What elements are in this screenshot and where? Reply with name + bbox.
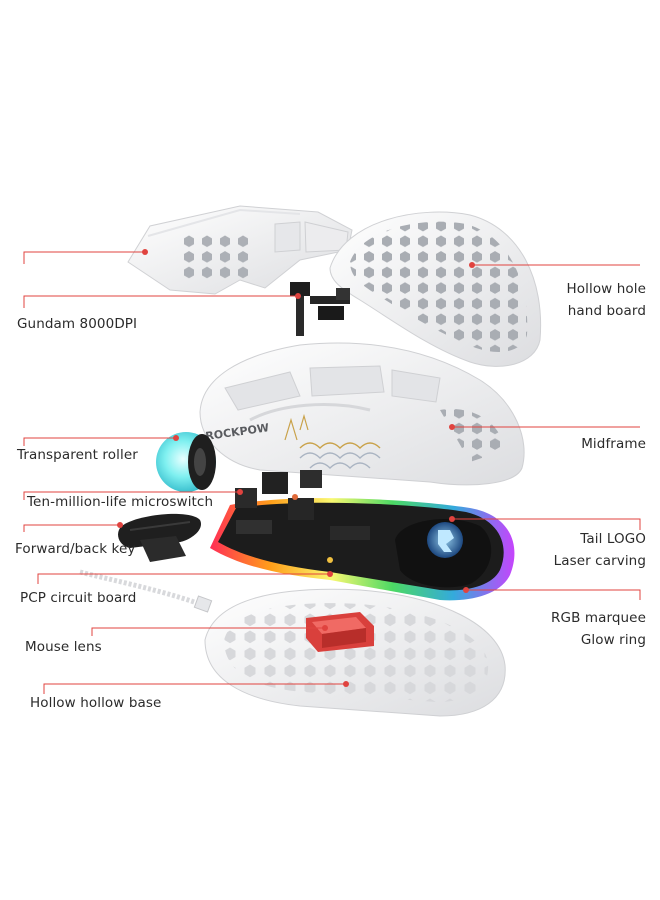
leader-lines <box>23 251 641 694</box>
leader-rgb <box>466 589 641 600</box>
forward-back-key-part <box>118 513 201 562</box>
label-hollow-hand-board: Hollow hole hand board <box>567 281 646 320</box>
midframe-part: ROCKPOW <box>199 342 525 486</box>
label-rgb-line1: RGB marquee <box>551 610 646 626</box>
label-rgb-marquee: RGB marquee Glow ring <box>551 610 646 649</box>
leader-microswitch <box>23 491 240 500</box>
hollow-hand-board <box>329 211 542 367</box>
label-hollow-hand-board-line2: hand board <box>567 303 646 319</box>
label-tail-logo-line1: Tail LOGO <box>580 531 646 547</box>
leader-lens <box>91 627 325 636</box>
label-microswitch: Ten-million-life microswitch <box>27 494 214 510</box>
label-tail-logo-line2: Laser carving <box>553 553 646 569</box>
label-forward-back-key: Forward/back key <box>15 541 136 557</box>
label-hollow-base: Hollow hollow base <box>30 695 162 711</box>
leader-forward-key <box>23 524 120 532</box>
gundam-sensor-part <box>290 282 350 336</box>
label-hollow-hand-board-line1: Hollow hole <box>566 281 646 297</box>
braided-cable <box>79 569 213 613</box>
label-transparent-roller: Transparent roller <box>17 447 138 463</box>
left-button-shell <box>127 205 353 295</box>
leader-roller <box>23 437 176 446</box>
leader-left-shell <box>23 251 145 264</box>
label-tail-logo: Tail LOGO Laser carving <box>554 531 646 570</box>
leader-dots <box>117 249 475 687</box>
label-midframe: Midframe <box>581 436 646 452</box>
hollow-base-part <box>204 588 506 717</box>
transparent-roller-part <box>156 432 216 492</box>
label-mouse-lens: Mouse lens <box>25 639 102 655</box>
label-rgb-line2: Glow ring <box>580 632 646 648</box>
pcb-rgb-board <box>210 470 515 601</box>
label-gundam-dpi: Gundam 8000DPI <box>17 316 138 332</box>
leader-base <box>43 683 346 694</box>
leader-pcp <box>37 573 330 584</box>
label-pcp-circuit-board: PCP circuit board <box>20 590 137 606</box>
leader-tail-logo <box>452 518 641 530</box>
leader-gundam <box>23 295 298 308</box>
